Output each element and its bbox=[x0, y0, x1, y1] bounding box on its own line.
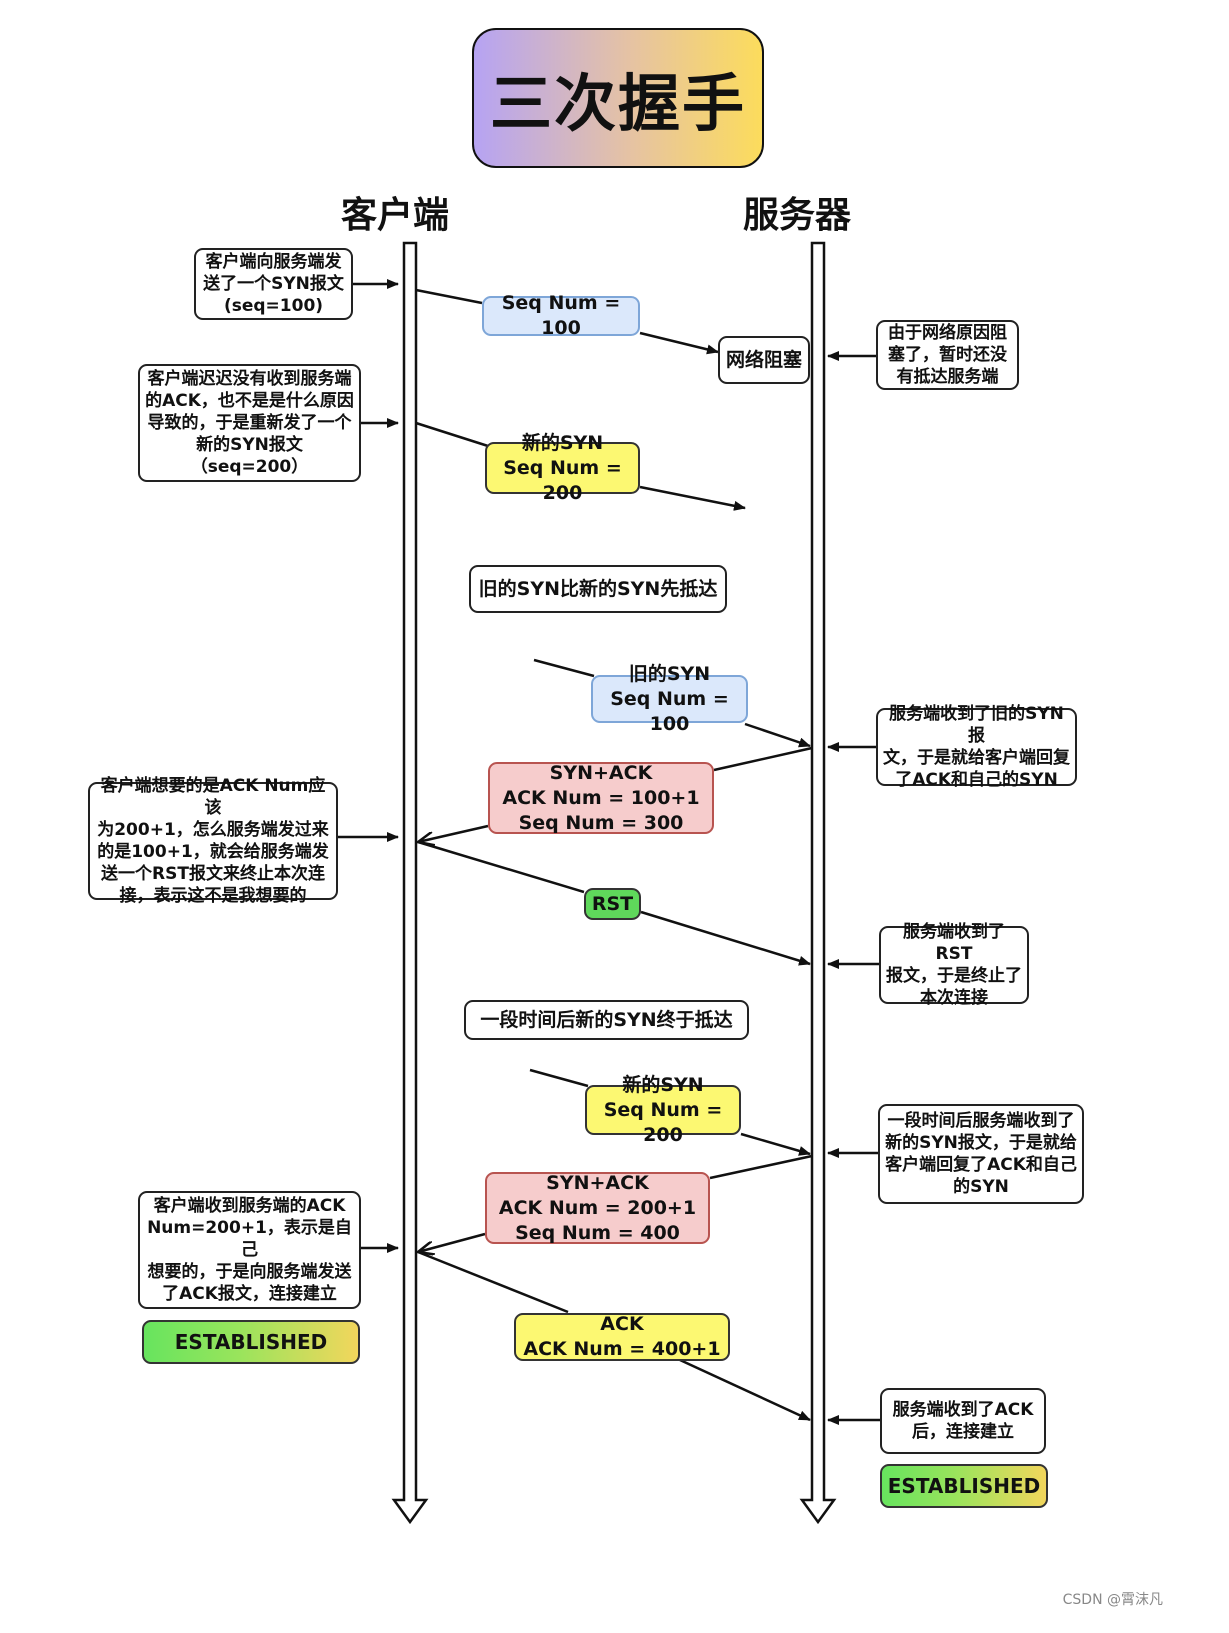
msg-line-synack2-a bbox=[709, 1154, 813, 1180]
msg-line-seq100-b bbox=[639, 331, 719, 355]
note-server-rst: 服务端收到了RST 报文，于是终止了 本次连接 bbox=[879, 922, 1029, 1008]
msg-ack: ACK ACK Num = 400+1 bbox=[514, 1313, 730, 1361]
msg-new-syn-2: 新的SYN Seq Num = 200 bbox=[585, 1074, 741, 1146]
footer-credit: CSDN @霄沫凡 bbox=[1062, 1592, 1163, 1608]
msg-rst: RST bbox=[584, 888, 641, 920]
client-lifeline bbox=[391, 241, 429, 1525]
note-client-rst: 客户端想要的是ACK Num应该 为200+1，怎么服务端发过来 的是100+1… bbox=[88, 776, 338, 906]
established-server-badge: ESTABLISHED bbox=[880, 1464, 1048, 1508]
msg-later-new: 一段时间后新的SYN终于抵达 bbox=[464, 1000, 749, 1040]
msg-line-rst-a bbox=[417, 840, 585, 894]
msg-line-oldsyn-b bbox=[744, 722, 811, 748]
msg-synack-2: SYN+ACK ACK Num = 200+1 Seq Num = 400 bbox=[485, 1172, 710, 1244]
note-server-blocked: 由于网络原因阻 塞了，暂时还没 有抵达服务端 bbox=[876, 320, 1019, 390]
msg-line-newsyn2-a bbox=[529, 1068, 589, 1088]
msg-network-blocked: 网络阻塞 bbox=[718, 336, 810, 384]
diagram-title: 三次握手 bbox=[472, 28, 764, 168]
client-heading: 客户端 bbox=[340, 195, 449, 236]
msg-line-newsyn1-b bbox=[639, 485, 746, 511]
msg-line-synack1-a bbox=[713, 746, 813, 772]
note-server-old: 服务端收到了旧的SYN报 文，于是就给客户端回复 了ACK和自己的SYN bbox=[876, 704, 1077, 790]
msg-seq100: Seq Num = 100 bbox=[482, 292, 640, 339]
msg-line-ack-a bbox=[417, 1250, 569, 1314]
msg-line-synack1-b bbox=[418, 824, 489, 842]
server-heading: 服务器 bbox=[742, 195, 851, 236]
msg-line-ack-b bbox=[679, 1358, 811, 1422]
server-lifeline bbox=[799, 241, 837, 1525]
msg-line-synack2-b bbox=[418, 1232, 486, 1252]
msg-line-oldsyn-a bbox=[533, 658, 595, 678]
msg-line-seq100-a bbox=[415, 288, 483, 305]
note-server-new: 一段时间后服务端收到了 新的SYN报文，于是就给 客户端回复了ACK和自己 的S… bbox=[878, 1104, 1084, 1204]
msg-line-newsyn2-b bbox=[740, 1132, 811, 1156]
note-server-ok: 服务端收到了ACK 后，连接建立 bbox=[880, 1388, 1046, 1454]
established-client-badge: ESTABLISHED bbox=[142, 1320, 360, 1364]
msg-synack-1: SYN+ACK ACK Num = 100+1 Seq Num = 300 bbox=[488, 762, 714, 834]
msg-line-newsyn1-a bbox=[415, 421, 489, 448]
note-client-send: 客户端向服务端发 送了一个SYN报文 (seq=100) bbox=[194, 248, 353, 320]
msg-old-first: 旧的SYN比新的SYN先抵达 bbox=[469, 565, 727, 613]
note-client-resend: 客户端迟迟没有收到服务端 的ACK，也不是是什么原因 导致的，于是重新发了一个 … bbox=[138, 364, 361, 482]
msg-old-syn: 旧的SYN Seq Num = 100 bbox=[591, 663, 748, 735]
msg-new-syn-1: 新的SYN Seq Num = 200 bbox=[485, 432, 640, 504]
note-client-ok: 客户端收到服务端的ACK Num=200+1，表示是自己 想要的，于是向服务端发… bbox=[138, 1191, 361, 1309]
msg-line-rst-b bbox=[640, 910, 811, 966]
